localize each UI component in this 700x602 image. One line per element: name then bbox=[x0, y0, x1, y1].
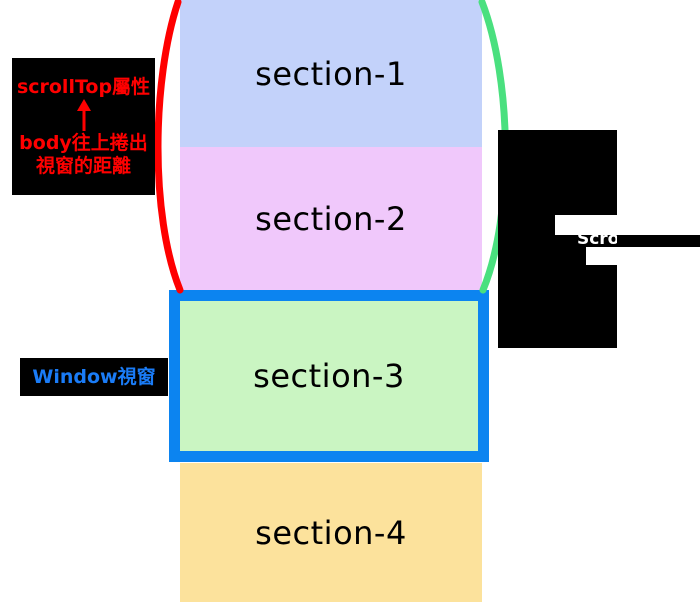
section-1-block: section-1 bbox=[180, 0, 482, 147]
section-2-block: section-2 bbox=[180, 147, 482, 290]
left-red-brace bbox=[154, 0, 184, 294]
up-arrow-icon bbox=[12, 98, 155, 132]
right-label-occluder-bar bbox=[617, 235, 700, 247]
window-callout: Window視窗 bbox=[20, 358, 168, 396]
section-3-block: section-3 bbox=[180, 301, 478, 451]
right-label-occluder bbox=[555, 215, 700, 235]
section-2-label: section-2 bbox=[255, 199, 407, 238]
window-callout-label: Window視窗 bbox=[32, 365, 156, 388]
section-1-label: section-1 bbox=[255, 54, 407, 93]
scrolltop-callout: scrollTop屬性 body往上捲出 視窗的距離 bbox=[12, 58, 155, 195]
section-3-label: section-3 bbox=[253, 357, 405, 395]
right-label-occluder-lower bbox=[586, 247, 700, 265]
scrolltop-callout-line-top: scrollTop屬性 bbox=[16, 75, 151, 98]
right-callout: ScrollHeight bbox=[498, 130, 695, 348]
scrolltop-callout-line-mid: body往上捲出 bbox=[19, 132, 148, 155]
section-4-label: section-4 bbox=[255, 513, 407, 552]
scrolltop-callout-line-bottom: 視窗的距離 bbox=[35, 154, 131, 177]
section-4-block: section-4 bbox=[180, 463, 482, 602]
